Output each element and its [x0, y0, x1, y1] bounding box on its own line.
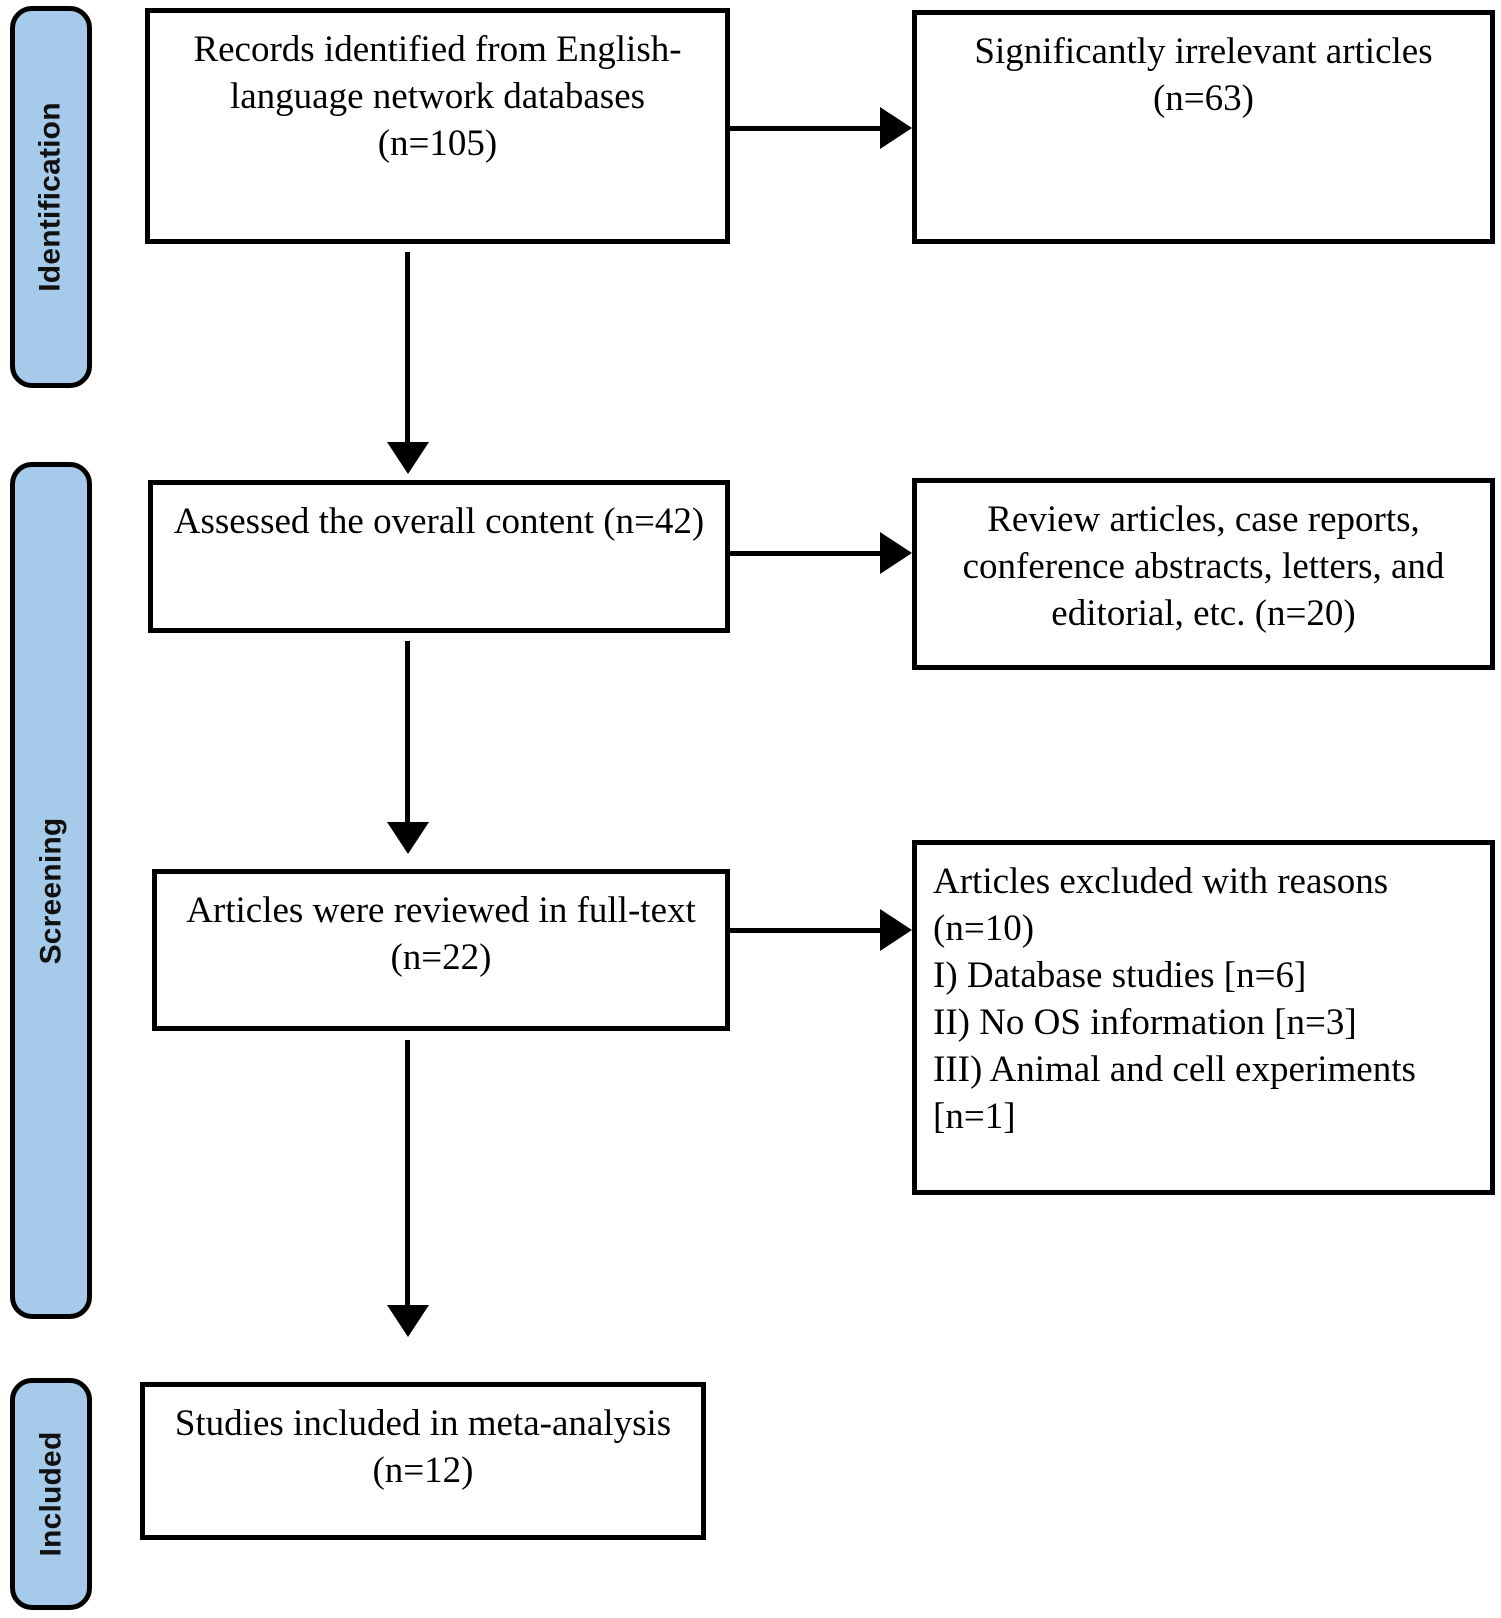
box-excluded-with-reasons-text: Articles excluded with reasons (n=10) I)… [933, 861, 1416, 1137]
stage-label-screening: Screening [34, 817, 68, 964]
connector-records-to-assessed-line [405, 252, 410, 450]
box-full-text-reviewed-text: Articles were reviewed in full-text (n=2… [186, 890, 696, 978]
connector-records-to-assessed-arrowhead [387, 442, 429, 474]
box-type-excluded-text: Review articles, case reports, conferenc… [962, 499, 1445, 634]
box-irrelevant-excluded: Significantly irrelevant articles (n=63) [912, 10, 1495, 244]
connector-records-to-irrelevant-line [727, 126, 885, 131]
box-full-text-reviewed: Articles were reviewed in full-text (n=2… [152, 869, 730, 1031]
connector-assessed-to-type-excluded-arrowhead [880, 532, 912, 574]
box-assessed-content-text: Assessed the overall content (n=42) [173, 501, 705, 542]
connector-fulltext-to-included-arrowhead [387, 1305, 429, 1337]
stage-label-identification: Identification [34, 102, 67, 292]
connector-fulltext-to-excluded-line [727, 928, 885, 933]
connector-assessed-to-fulltext-arrowhead [387, 822, 429, 854]
connector-assessed-to-fulltext-line [405, 641, 410, 829]
box-studies-included: Studies included in meta-analysis (n=12) [140, 1382, 706, 1540]
box-assessed-content: Assessed the overall content (n=42) [148, 480, 730, 633]
box-records-identified-text: Records identified from English-language… [193, 29, 682, 164]
connector-fulltext-to-included-line [405, 1040, 410, 1312]
box-records-identified: Records identified from English-language… [145, 8, 730, 244]
stage-bar-screening: Screening [10, 462, 92, 1319]
box-type-excluded: Review articles, case reports, conferenc… [912, 478, 1495, 670]
connector-records-to-irrelevant-arrowhead [880, 107, 912, 149]
connector-fulltext-to-excluded-arrowhead [880, 909, 912, 951]
box-studies-included-text: Studies included in meta-analysis (n=12) [174, 1403, 672, 1491]
stage-bar-included: Included [10, 1378, 92, 1610]
box-excluded-with-reasons: Articles excluded with reasons (n=10) I)… [912, 840, 1495, 1195]
box-irrelevant-excluded-text: Significantly irrelevant articles (n=63) [974, 31, 1433, 119]
connector-assessed-to-type-excluded-line [727, 551, 885, 556]
stage-label-included: Included [34, 1431, 68, 1557]
stage-bar-identification: Identification [10, 6, 92, 388]
